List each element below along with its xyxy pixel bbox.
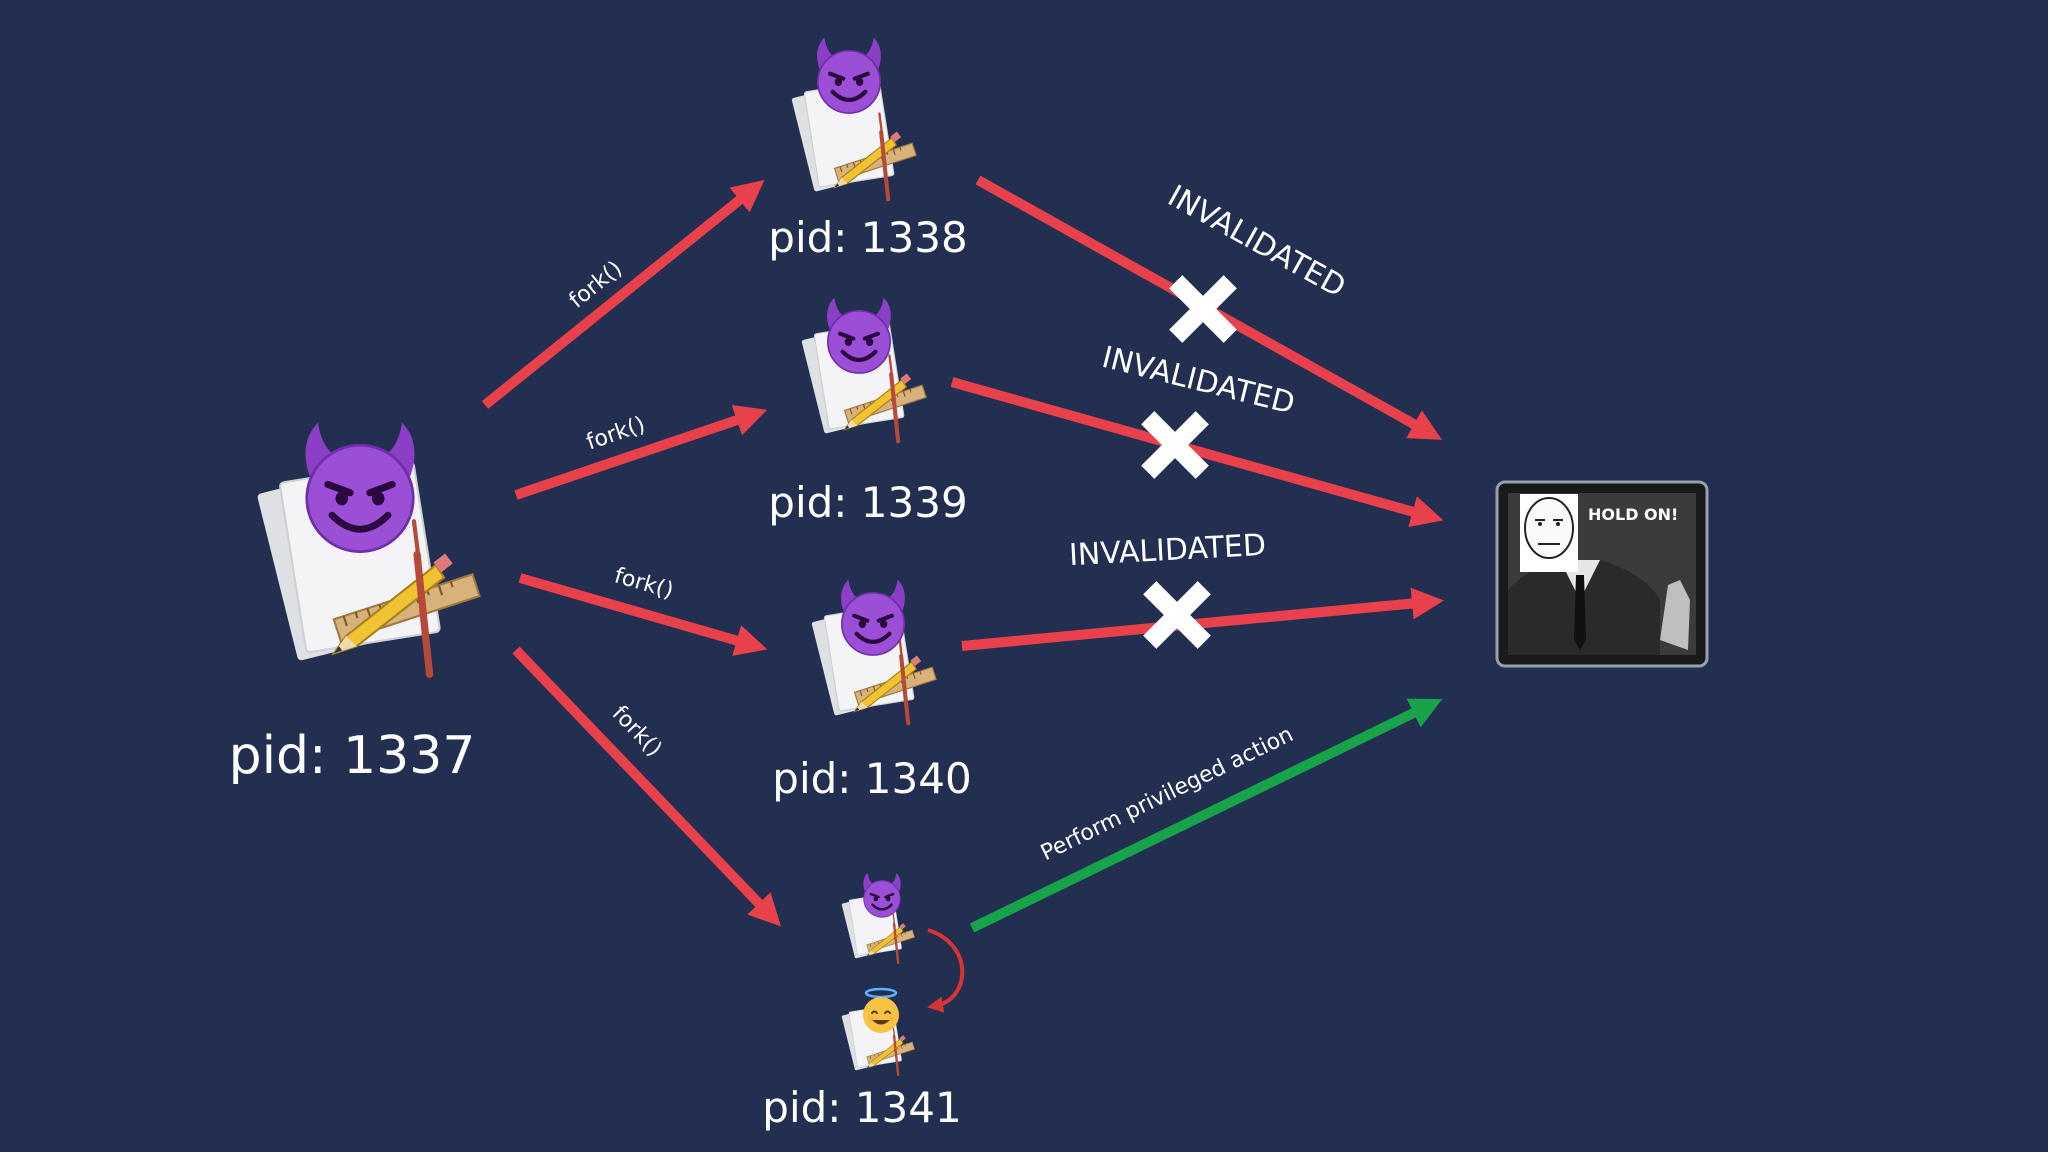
x-mark-icon (1143, 581, 1211, 649)
parent-process: pid: 1337 (229, 423, 480, 786)
pid-label-1340: pid: 1340 (772, 754, 971, 803)
fork-label-1340: fork() (611, 563, 676, 604)
pid-label-1341: pid: 1341 (762, 1083, 961, 1132)
pid-label-1338: pid: 1338 (768, 213, 967, 262)
hold-on-meme-icon: HOLD ON! (1495, 480, 1709, 668)
fork-arrow-1340 (518, 573, 768, 656)
angel-icon (861, 987, 901, 1035)
status-label-1339: INVALIDATED (1098, 340, 1298, 422)
fork-arrows (481, 179, 782, 927)
curved-arrow-icon (927, 928, 965, 1013)
status-label-1340: INVALIDATED (1068, 528, 1267, 573)
child-process-1341: pid: 1341 (762, 872, 965, 1132)
devil-icon (306, 423, 415, 552)
fork-arrow-1338 (481, 179, 765, 409)
devil-icon (841, 580, 905, 655)
child-process-1340: pid: 1340 (772, 580, 972, 803)
devil-icon (817, 38, 881, 113)
devil-icon (862, 872, 902, 919)
x-mark-icon (1141, 411, 1209, 479)
fork-label-1338: fork() (565, 256, 627, 313)
fork-arrow-1339 (514, 404, 768, 500)
devil-icon (827, 298, 891, 373)
meme-caption: HOLD ON! (1588, 505, 1678, 524)
child-process-1339: pid: 1339 (768, 298, 968, 527)
pid-label-1339: pid: 1339 (768, 478, 967, 527)
x-mark-icon (1169, 275, 1237, 343)
invalidated-labels: INVALIDATED INVALIDATED INVALIDATED (1068, 179, 1351, 574)
child-process-1338: pid: 1338 (768, 38, 968, 262)
parent-pid-label: pid: 1337 (229, 726, 476, 786)
privileged-action-arrow (969, 698, 1443, 933)
fork-arrow-1341 (512, 646, 782, 927)
